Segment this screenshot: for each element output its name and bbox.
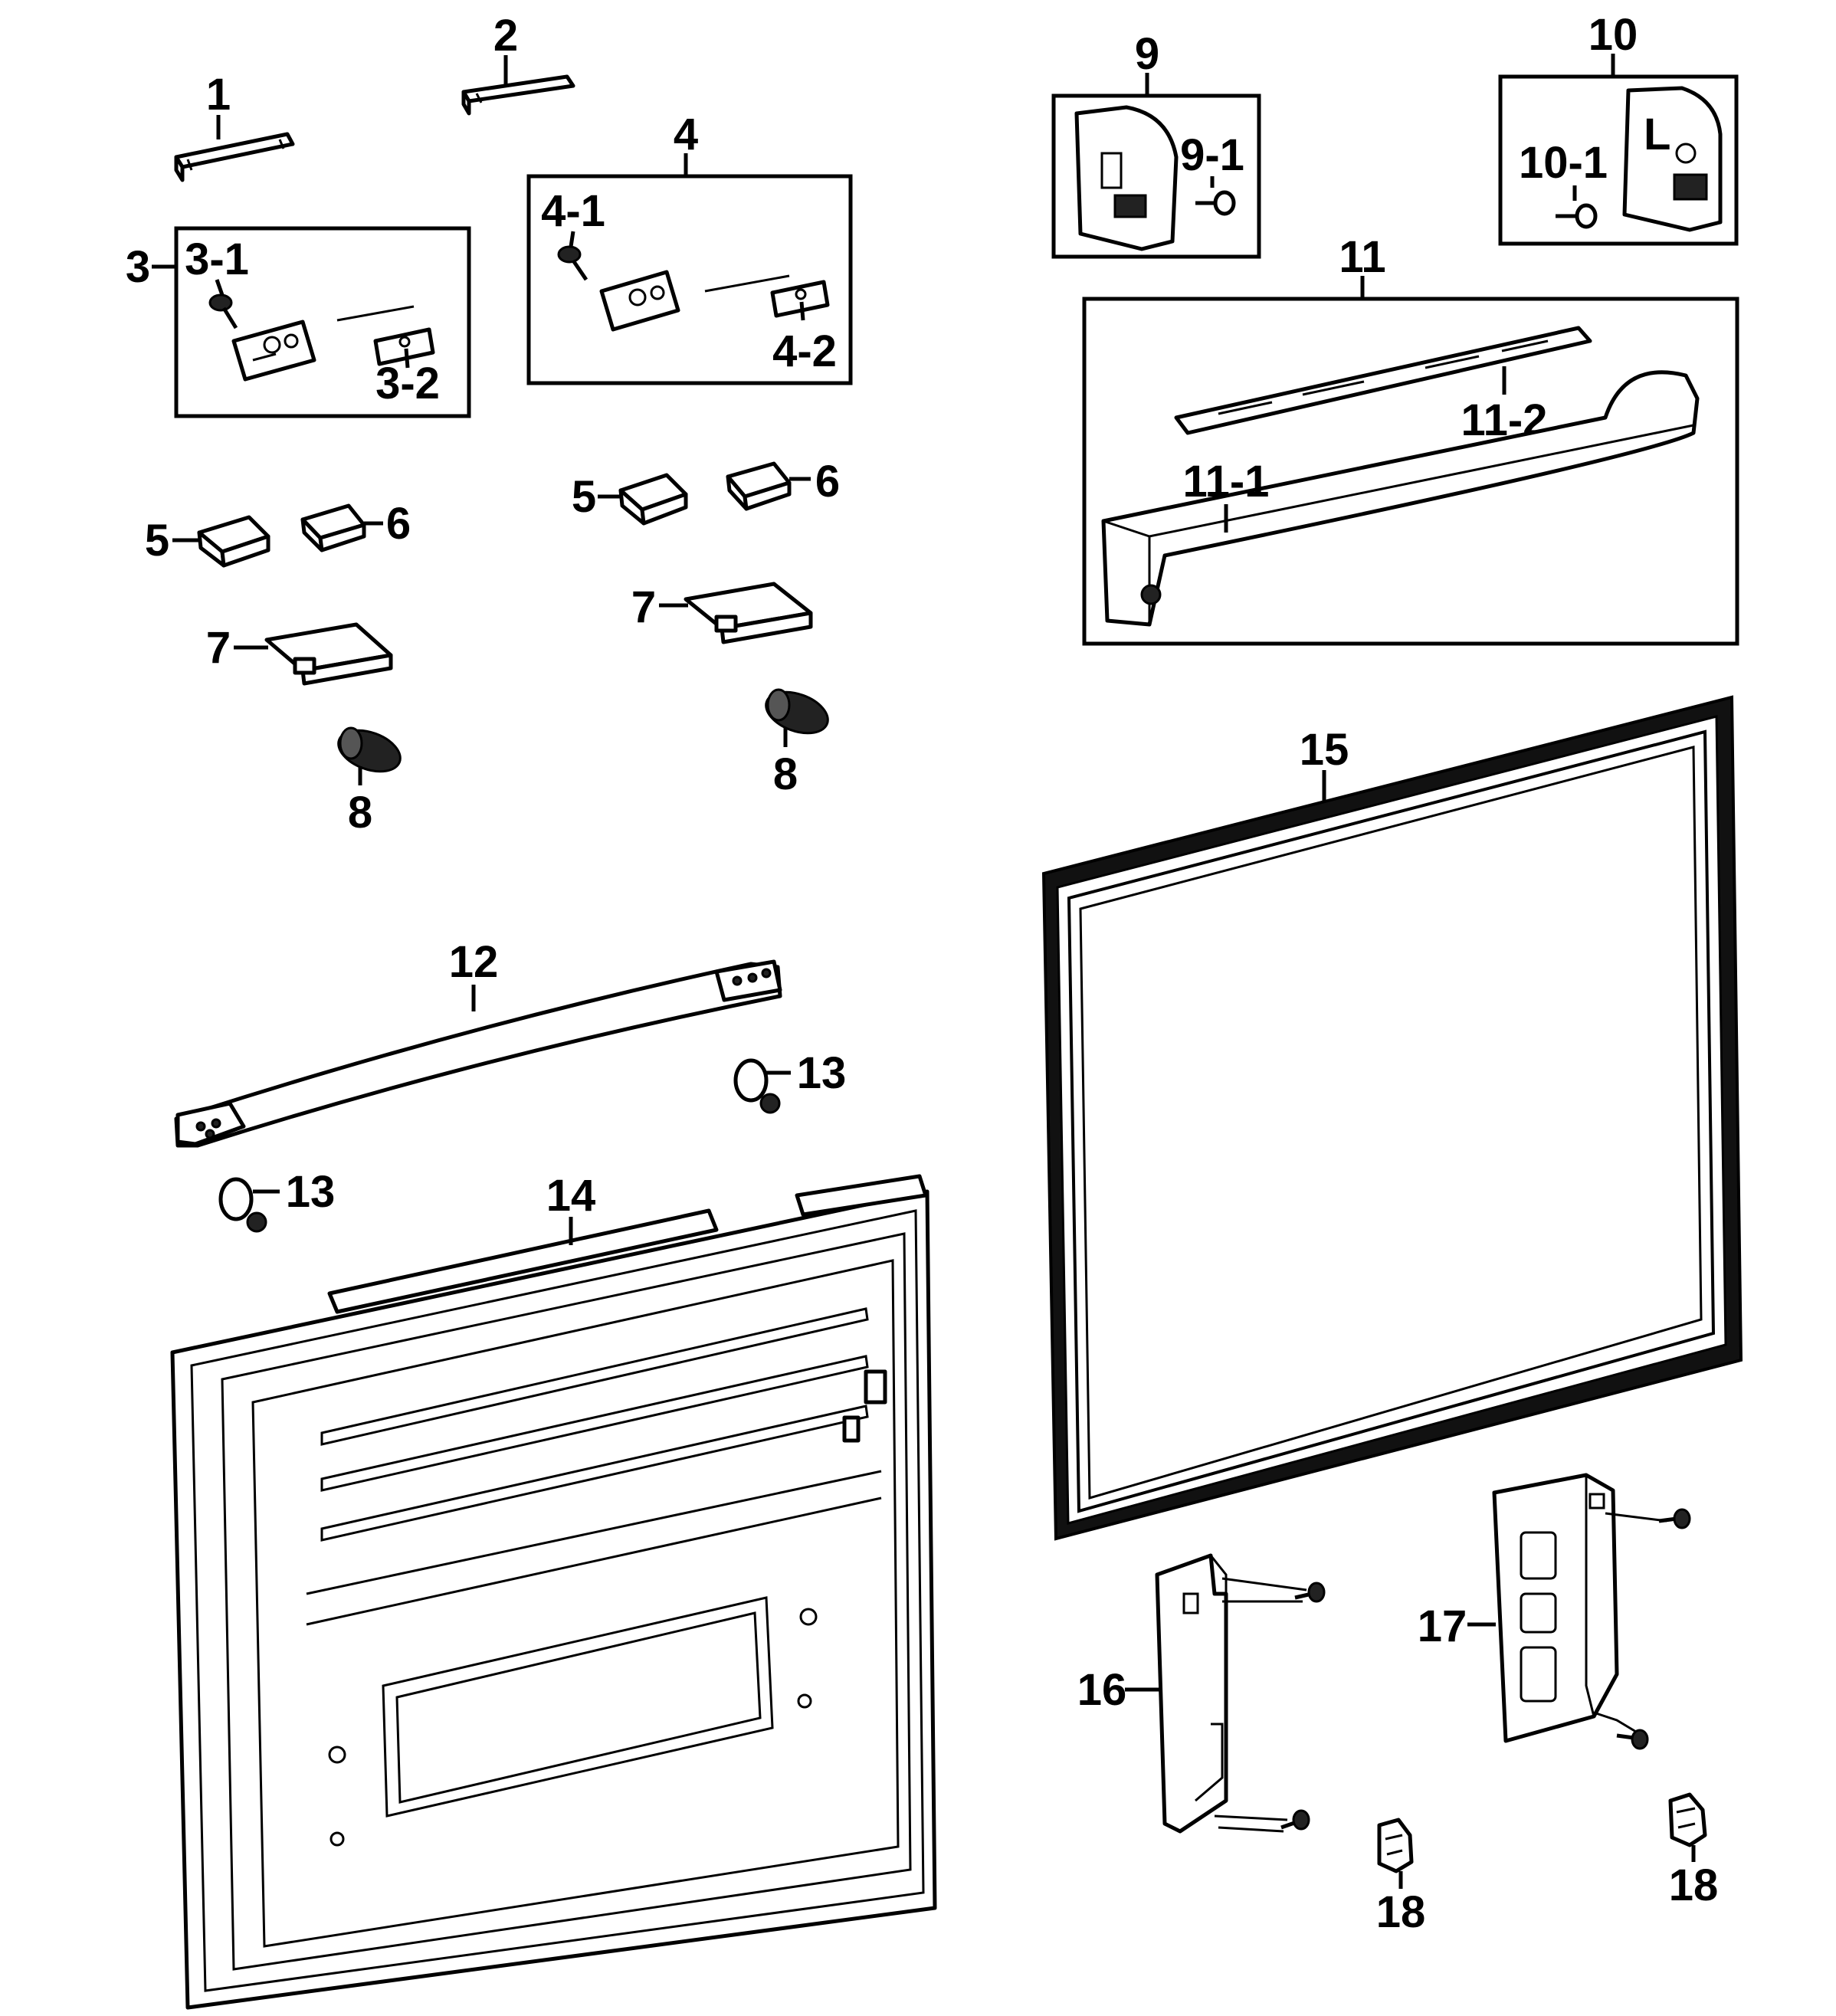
label-3: 3	[126, 242, 150, 292]
part-13-cap-left	[218, 1177, 267, 1233]
part-15-gasket	[1041, 695, 1743, 1541]
label-9: 9	[1135, 29, 1159, 79]
part-7-bracket-right	[684, 582, 813, 644]
group-10-box	[1498, 74, 1739, 246]
label-3-2: 3-2	[375, 359, 440, 408]
label-12: 12	[449, 937, 499, 987]
label-11-1: 11-1	[1183, 457, 1270, 506]
part-4-hinge	[599, 270, 680, 332]
part-1-cover	[174, 132, 295, 182]
label-10: 10	[1588, 10, 1638, 60]
part-10-1-screw	[1556, 203, 1598, 229]
label-7-right: 7	[631, 582, 656, 632]
part-17-screw-bottom	[1616, 1729, 1649, 1750]
label-10-1: 10-1	[1519, 138, 1608, 188]
label-13-right: 13	[797, 1048, 847, 1098]
label-2: 2	[493, 11, 518, 61]
label-5-left: 5	[145, 516, 169, 565]
label-15: 15	[1300, 725, 1349, 775]
part-3-1-screw	[208, 293, 238, 329]
part-4-1-screw	[557, 245, 589, 281]
label-16: 16	[1077, 1665, 1127, 1715]
label-7-left: 7	[206, 623, 231, 673]
part-5-block-left	[197, 515, 270, 568]
label-4-1: 4-1	[541, 186, 605, 236]
label-17: 17	[1418, 1601, 1467, 1651]
part-17-screw-top	[1658, 1508, 1691, 1529]
part-3-pin	[336, 305, 415, 322]
part-16-screw-bottom	[1280, 1809, 1310, 1831]
label-18-right: 18	[1669, 1860, 1719, 1910]
label-18-left: 18	[1376, 1887, 1426, 1937]
label-14: 14	[546, 1171, 596, 1221]
part-14-door	[170, 1174, 937, 2010]
label-3-1: 3-1	[185, 234, 249, 284]
part-6-block-right	[726, 461, 792, 511]
part-16-bracket	[1155, 1553, 1307, 1834]
group-9-box	[1051, 93, 1261, 259]
part-4-2-plate	[770, 280, 830, 318]
label-9-1: 9-1	[1180, 130, 1244, 180]
part-18-foot-right	[1668, 1792, 1707, 1847]
part-11-1-bin	[1101, 370, 1700, 627]
part-8-bushing-left	[337, 726, 402, 773]
group-3-box	[174, 226, 471, 418]
label-6-right: 6	[815, 457, 840, 506]
group-11-box	[1082, 297, 1739, 646]
label-4: 4	[674, 110, 698, 159]
part-8-bushing-right	[765, 688, 829, 735]
part-2-cover	[461, 74, 575, 116]
label-8-left: 8	[348, 788, 372, 838]
label-6-left: 6	[386, 499, 411, 549]
part-11-2-cover	[1174, 326, 1592, 435]
part-9-cap	[1074, 105, 1179, 251]
part-17-bracket	[1492, 1473, 1667, 1743]
part-7-bracket-left	[264, 622, 393, 686]
label-8-right: 8	[773, 749, 798, 799]
part-6-block-left	[300, 503, 366, 552]
part-13-cap-right	[733, 1058, 781, 1114]
group-4-box	[526, 174, 853, 385]
part-3-hinge	[231, 320, 316, 382]
part-18-foot-left	[1377, 1818, 1414, 1873]
part-9-1-screw	[1195, 190, 1236, 216]
part-16-screw-top	[1294, 1582, 1326, 1603]
label-1: 1	[206, 70, 231, 120]
label-4-2: 4-2	[772, 326, 837, 376]
part-10-cap: L	[1622, 86, 1723, 232]
part-12-handle	[174, 959, 782, 1148]
part-3-2-plate	[373, 327, 435, 366]
label-5-right: 5	[572, 472, 596, 522]
cap-mark-L: L	[1644, 110, 1670, 159]
label-13-left: 13	[286, 1167, 336, 1217]
part-4-pin	[704, 274, 790, 293]
part-5-block-right	[618, 473, 688, 526]
label-11: 11	[1339, 232, 1385, 282]
